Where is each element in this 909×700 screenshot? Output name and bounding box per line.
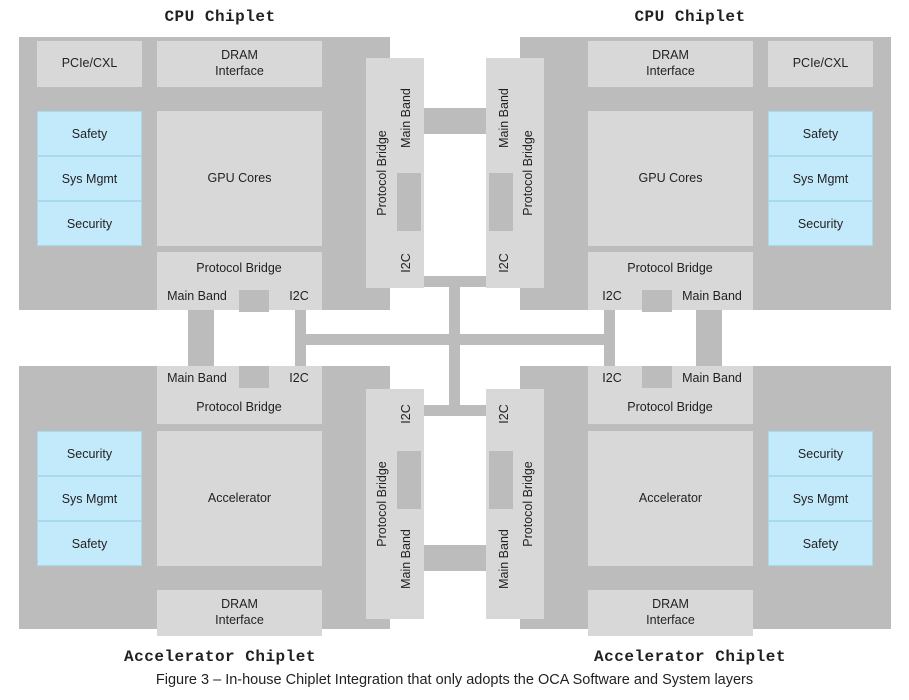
- block-security-bottom-left[interactable]: Security: [37, 431, 142, 476]
- wire-stub-br-mainband: [474, 545, 486, 571]
- block-sys-mgmt-bottom-left[interactable]: Sys Mgmt: [37, 476, 142, 521]
- block-gpu-cores-top-left[interactable]: GPU Cores: [157, 111, 322, 246]
- block-accelerator-bottom-right[interactable]: Accelerator: [588, 431, 753, 566]
- block-dram-interface-top-right[interactable]: DRAM Interface: [588, 41, 753, 87]
- wire-stub-bl-mainband: [424, 545, 436, 571]
- block-safety-top-right[interactable]: Safety: [768, 111, 873, 156]
- chiplet-title-bottom-left: Accelerator Chiplet: [124, 648, 316, 666]
- wire-right-main-band-vertical: [696, 305, 722, 373]
- port-nub-bottom-right: [642, 366, 672, 388]
- block-dram-interface-top-left[interactable]: DRAM Interface: [157, 41, 322, 87]
- block-sys-mgmt-top-right[interactable]: Sys Mgmt: [768, 156, 873, 201]
- block-gpu-cores-top-right[interactable]: GPU Cores: [588, 111, 753, 246]
- port-main-band-label-top-right: Main Band: [682, 289, 742, 303]
- wire-left-i2c-riser-top: [295, 310, 306, 345]
- port-main-band-label-v-bottom-left: Main Band: [399, 529, 413, 589]
- port-i2c-label-v-top-right: I2C: [497, 253, 511, 273]
- port-i2c-label-v-bottom-right: I2C: [497, 404, 511, 424]
- wire-center-vertical-trunk: [449, 276, 460, 416]
- protocol-bridge-v-bottom-right[interactable]: Protocol Bridge I2C Main Band: [486, 389, 544, 619]
- protocol-bridge-h-top-left[interactable]: Protocol Bridge Main Band I2C: [157, 252, 322, 312]
- wire-center-bus-right: [449, 334, 615, 345]
- protocol-bridge-label-v-bottom-left: Protocol Bridge: [375, 461, 389, 547]
- block-security-top-right[interactable]: Security: [768, 201, 873, 246]
- port-i2c-label-v-top-left: I2C: [399, 253, 413, 273]
- block-dram-interface-bottom-left[interactable]: DRAM Interface: [157, 590, 322, 636]
- port-i2c-label-top-right: I2C: [602, 289, 622, 303]
- protocol-bridge-label-v-top-right: Protocol Bridge: [521, 130, 535, 216]
- protocol-bridge-label-v-top-left: Protocol Bridge: [375, 130, 389, 216]
- block-accelerator-bottom-left[interactable]: Accelerator: [157, 431, 322, 566]
- port-nub-top-left: [239, 290, 269, 312]
- port-i2c-label-top-left: I2C: [289, 289, 309, 303]
- block-sys-mgmt-top-left[interactable]: Sys Mgmt: [37, 156, 142, 201]
- protocol-bridge-label-top-left: Protocol Bridge: [196, 261, 282, 275]
- port-nub-v-bottom-right: [489, 451, 513, 509]
- chiplet-title-top-right: CPU Chiplet: [634, 8, 746, 26]
- chiplet-title-bottom-right: Accelerator Chiplet: [594, 648, 786, 666]
- port-nub-v-bottom-left: [397, 451, 421, 509]
- block-safety-top-left[interactable]: Safety: [37, 111, 142, 156]
- chiplet-title-top-left: CPU Chiplet: [164, 8, 276, 26]
- port-main-band-label-bottom-right: Main Band: [682, 371, 742, 385]
- block-pcie-cxl-top-left[interactable]: PCIe/CXL: [37, 41, 142, 87]
- port-nub-v-top-right: [489, 173, 513, 231]
- wire-right-i2c-riser-bottom: [604, 334, 615, 368]
- wire-left-i2c-riser-bottom: [295, 334, 306, 368]
- block-dram-interface-bottom-right[interactable]: DRAM Interface: [588, 590, 753, 636]
- block-pcie-cxl-top-right[interactable]: PCIe/CXL: [768, 41, 873, 87]
- protocol-bridge-label-v-bottom-right: Protocol Bridge: [521, 461, 535, 547]
- protocol-bridge-h-bottom-right[interactable]: I2C Main Band Protocol Bridge: [588, 366, 753, 424]
- wire-right-i2c-riser-top: [604, 310, 615, 345]
- protocol-bridge-v-bottom-left[interactable]: Protocol Bridge I2C Main Band: [366, 389, 424, 619]
- port-nub-bottom-left: [239, 366, 269, 388]
- port-main-band-label-top-left: Main Band: [167, 289, 227, 303]
- port-main-band-label-v-top-left: Main Band: [399, 88, 413, 148]
- port-main-band-label-v-bottom-right: Main Band: [497, 529, 511, 589]
- protocol-bridge-h-bottom-left[interactable]: Main Band I2C Protocol Bridge: [157, 366, 322, 424]
- protocol-bridge-label-bottom-right: Protocol Bridge: [627, 400, 713, 414]
- block-safety-bottom-right[interactable]: Safety: [768, 521, 873, 566]
- wire-center-bus-left: [295, 334, 460, 345]
- protocol-bridge-label-top-right: Protocol Bridge: [627, 261, 713, 275]
- protocol-bridge-h-top-right[interactable]: Protocol Bridge I2C Main Band: [588, 252, 753, 312]
- protocol-bridge-label-bottom-left: Protocol Bridge: [196, 400, 282, 414]
- port-i2c-label-bottom-left: I2C: [289, 371, 309, 385]
- block-security-bottom-right[interactable]: Security: [768, 431, 873, 476]
- wire-stub-tl-mainband: [424, 108, 436, 134]
- port-main-band-label-bottom-left: Main Band: [167, 371, 227, 385]
- port-i2c-label-v-bottom-left: I2C: [399, 404, 413, 424]
- figure-caption: Figure 3 – In-house Chiplet Integration …: [155, 672, 754, 688]
- protocol-bridge-v-top-left[interactable]: Protocol Bridge Main Band I2C: [366, 58, 424, 288]
- port-nub-v-top-left: [397, 173, 421, 231]
- block-security-top-left[interactable]: Security: [37, 201, 142, 246]
- block-safety-bottom-left[interactable]: Safety: [37, 521, 142, 566]
- wire-stub-tr-mainband: [474, 108, 486, 134]
- port-i2c-label-bottom-right: I2C: [602, 371, 622, 385]
- port-main-band-label-v-top-right: Main Band: [497, 88, 511, 148]
- protocol-bridge-v-top-right[interactable]: Protocol Bridge Main Band I2C: [486, 58, 544, 288]
- port-nub-top-right: [642, 290, 672, 312]
- wire-left-main-band-vertical: [188, 305, 214, 373]
- block-sys-mgmt-bottom-right[interactable]: Sys Mgmt: [768, 476, 873, 521]
